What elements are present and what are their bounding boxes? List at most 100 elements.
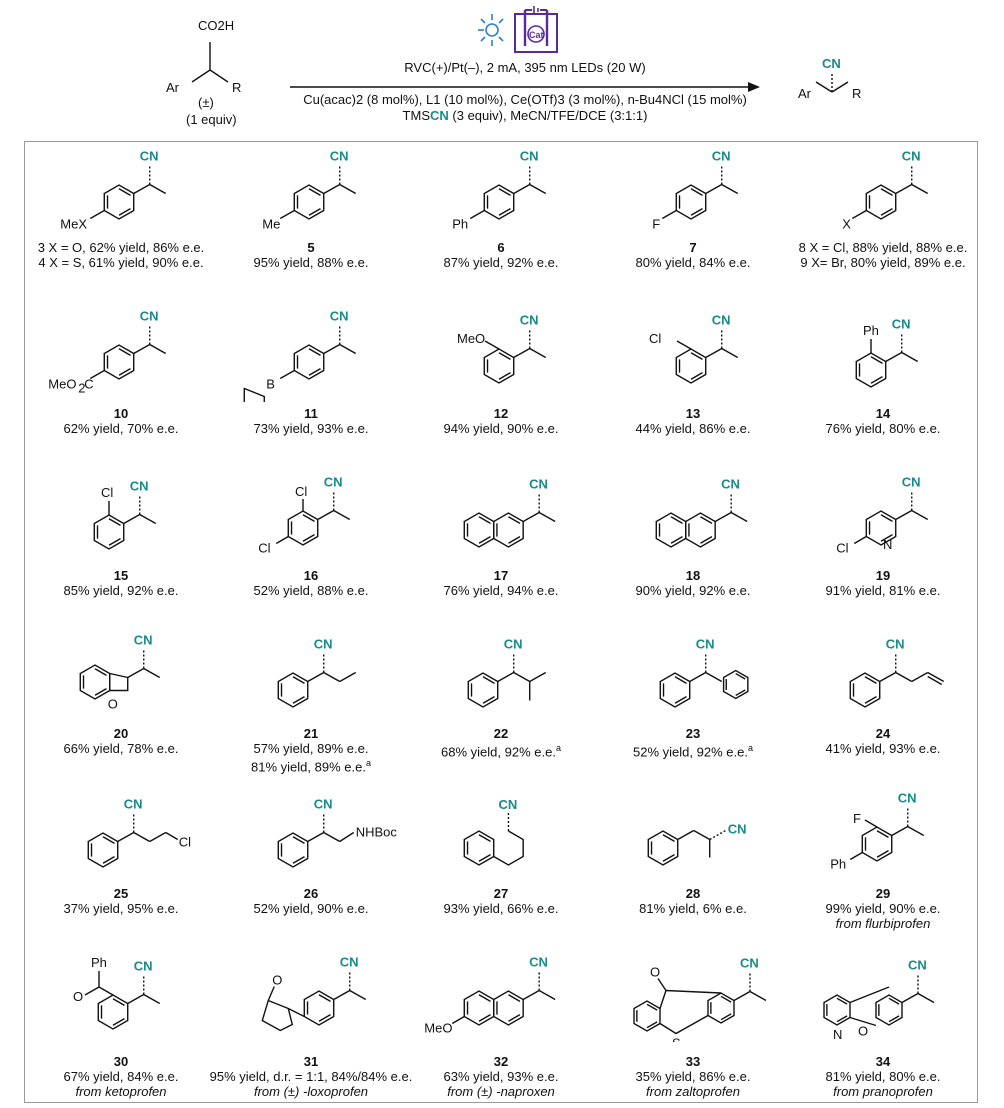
caption-line: 90% yield, 92% e.e. (583, 583, 803, 598)
caption-line: from (±) -naproxen (391, 1084, 611, 1099)
stereo-bond (709, 829, 727, 841)
caption-line: 67% yield, 84% e.e. (11, 1069, 231, 1084)
bond (117, 831, 135, 843)
nitrile-label: CN (330, 149, 349, 164)
pyran-bond (849, 986, 890, 1004)
caption-text: 6 (497, 240, 505, 255)
skeleton (853, 490, 929, 546)
aromatic-bond (112, 1018, 125, 1026)
cyclohexene-ring (493, 830, 524, 866)
aromatic-bond (720, 995, 732, 1003)
skeleton (483, 328, 547, 384)
aromatic-bond (498, 372, 511, 380)
caption-line: 16 (201, 568, 421, 583)
aromatic-bond (292, 676, 305, 684)
caption-line: 44% yield, 86% e.e. (583, 421, 803, 436)
nitrile-label: CN (140, 149, 159, 164)
product-cn: CN (822, 56, 841, 71)
nitrile-label: CN (902, 149, 921, 164)
aromatic-bond (670, 516, 683, 524)
aromatic-bond (498, 188, 511, 196)
nitrile-label: CN (712, 313, 731, 328)
oxygen-label: O (650, 965, 660, 980)
skeleton (469, 164, 547, 220)
skeleton (84, 971, 161, 1030)
oxygen-label: O (108, 697, 118, 712)
caption-line: 41% yield, 93% e.e. (773, 741, 993, 756)
aromatic-bond (292, 836, 305, 844)
aromatic-bond (94, 668, 107, 676)
aromatic-bond (498, 208, 511, 216)
caption-line: 68% yield, 92% e.e.a (391, 741, 611, 759)
caption-line: from zaltoprofen (583, 1084, 803, 1099)
nitrile-label: CN (728, 822, 747, 837)
skeleton (93, 494, 157, 550)
aromatic-bond (482, 676, 495, 684)
caption-8: 8 X = Cl, 88% yield, 88% e.e.9 X= Br, 80… (773, 240, 993, 270)
caption-line: from (±) -loxoprofen (201, 1084, 421, 1099)
bond (123, 513, 141, 525)
caption-line: 63% yield, 93% e.e. (391, 1069, 611, 1084)
caption-line: 81% yield, 6% e.e. (583, 901, 803, 916)
caption-text: 23 (685, 726, 701, 741)
substituent-label: C (84, 377, 93, 392)
aromatic-bond (118, 368, 131, 376)
aromatic-bond (118, 348, 131, 356)
product-skeleton (815, 72, 849, 93)
aromatic-bond (646, 1021, 658, 1029)
bond (522, 989, 540, 1001)
benzene-ring (87, 832, 119, 868)
substituent-label: Ph (863, 323, 879, 338)
aromatic-bond (870, 376, 883, 384)
caption-line: 4 X = S, 61% yield, 90% e.e. (11, 255, 231, 270)
aromatic-bond (700, 516, 713, 524)
caption-line: 81% yield, 89% e.e.a (201, 756, 421, 774)
aromatic-bond (880, 208, 893, 216)
caption-line: 6 (391, 240, 611, 255)
caption-text: 8 X = Cl, 88% yield, 88% e.e. (798, 240, 968, 255)
aromatic-bond (482, 696, 495, 704)
caption-text: 27 (493, 886, 509, 901)
substituent-label: Cl (649, 331, 661, 346)
caption-text: 80% yield, 84% e.e. (635, 255, 751, 270)
caption-text: 32 (493, 1054, 509, 1069)
caption-line: 52% yield, 88% e.e. (201, 583, 421, 598)
bond (133, 343, 151, 355)
bond (275, 535, 289, 545)
aromatic-bond (478, 994, 491, 1002)
product-r: R (852, 86, 861, 101)
skeleton (275, 490, 351, 546)
aromatic-bond (888, 997, 900, 1005)
benzene-ring (861, 826, 893, 862)
chain-bond (705, 671, 723, 683)
caption-line: 12 (391, 406, 611, 421)
bond (333, 989, 351, 1001)
caption-text: 44% yield, 86% e.e. (635, 421, 751, 436)
nitrile-label: CN (520, 149, 539, 164)
caption-line: 87% yield, 92% e.e. (391, 255, 611, 270)
aromatic-bond (674, 696, 687, 704)
methyl-bond (529, 347, 547, 359)
sm-co2h: CO2H (198, 18, 234, 33)
aromatic-bond (662, 834, 675, 842)
caption-line: 52% yield, 92% e.e.a (583, 741, 803, 759)
furan-ring (109, 672, 129, 692)
bond (733, 990, 751, 1002)
benzene-ring (675, 348, 707, 384)
skeleton (451, 970, 556, 1026)
chain-bond (911, 671, 929, 683)
alkene-bond (927, 671, 945, 683)
aromatic-bond (670, 536, 683, 544)
